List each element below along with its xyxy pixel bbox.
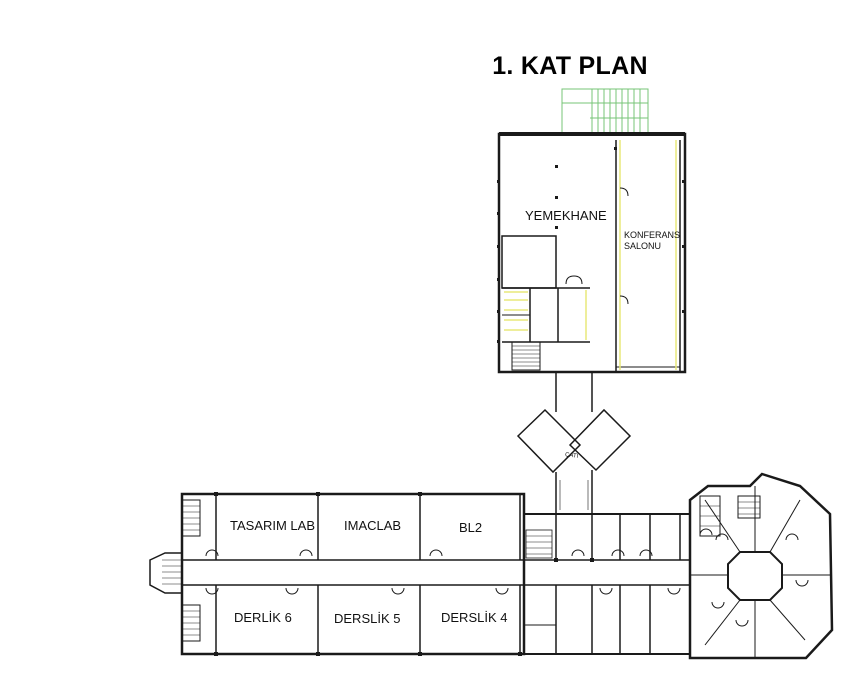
plan-title: 1. KAT PLAN bbox=[492, 52, 648, 80]
upper-columns bbox=[497, 147, 685, 343]
room-derslik-4: DERSLİK 4 bbox=[441, 610, 508, 625]
upper-building-walls bbox=[497, 132, 687, 374]
lower-columns bbox=[214, 492, 594, 656]
room-derslik-5: DERSLİK 5 bbox=[334, 611, 401, 626]
upper-building-accents bbox=[504, 140, 677, 370]
room-imaclab: IMACLAB bbox=[344, 518, 402, 533]
room-yemekhane: YEMEKHANE bbox=[525, 208, 607, 223]
east-block-doors bbox=[699, 528, 809, 627]
lower-building-walls bbox=[149, 492, 690, 656]
room-tasarim-lab: TASARIM LAB bbox=[230, 518, 316, 533]
upper-doors bbox=[565, 187, 629, 305]
room-konferans-line2: SALONU bbox=[624, 241, 662, 251]
room-bl2: BL2 bbox=[459, 520, 483, 535]
room-konferans-line1: KONFERANS bbox=[624, 230, 681, 240]
corridor-doors bbox=[205, 549, 681, 595]
room-derlik-6: DERLİK 6 bbox=[234, 610, 292, 625]
roof-connector bbox=[516, 372, 632, 514]
east-octagon-block bbox=[688, 472, 834, 660]
left-stair-steps bbox=[162, 505, 200, 636]
top-staircase bbox=[561, 88, 649, 134]
